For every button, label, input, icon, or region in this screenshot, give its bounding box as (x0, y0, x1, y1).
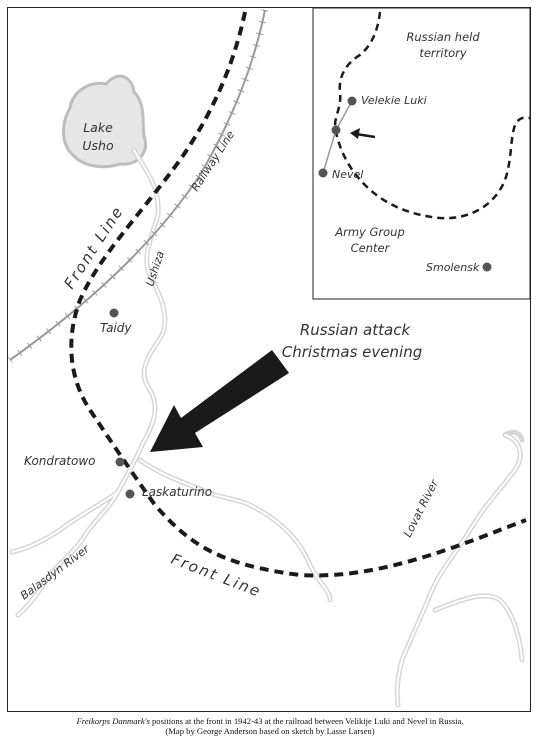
front-line-label-north: Front Line (60, 202, 127, 292)
nevel-dot (318, 168, 328, 178)
river-lovat (394, 432, 523, 708)
inset-army-group-2: Center (351, 241, 391, 255)
laskaturino-dot (125, 489, 135, 499)
caption-line-1: Freikorps Danmark's positions at the fro… (0, 716, 540, 726)
lovat-river-label: Lovat River (401, 477, 442, 540)
position-dot (331, 125, 341, 135)
balasdyn-river-label: Balasdyn River (18, 542, 93, 603)
caption-line-1-rest: positions at the front in 1942-43 at the… (149, 716, 464, 726)
lake-usho (62, 74, 147, 169)
inset-front-line (333, 11, 531, 220)
inset-russian-held-2: territory (419, 46, 467, 60)
lake-label-1: Lake (83, 120, 113, 135)
inset-map: Russian held territory Velekie Luki Neve… (312, 7, 531, 300)
caption-unit-name: Freikorps Danmark's (76, 716, 150, 726)
kondratowo-dot (115, 457, 125, 467)
position-arrow-icon (355, 132, 376, 139)
position-arrowhead-icon (350, 128, 360, 139)
river-ushiza (15, 147, 168, 618)
velekie-luki-dot (347, 96, 357, 106)
velekie-luki-label: Velekie Luki (361, 94, 427, 107)
attack-arrow (150, 350, 289, 452)
nevel-label: Nevel (332, 168, 363, 181)
front-line-label-south: Front Line (169, 550, 265, 601)
kondratowo-label: Kondratowo (24, 454, 96, 468)
caption-line-2: (Map by George Anderson based on sketch … (165, 726, 375, 736)
inset-russian-held-1: Russian held (406, 30, 480, 44)
attack-label-1: Russian attack (300, 321, 412, 339)
inset-frame (312, 7, 531, 300)
smolensk-dot (482, 262, 492, 272)
inset-army-group-1: Army Group (334, 225, 405, 239)
river-balasdyn (9, 489, 121, 555)
front-line (69, 11, 527, 578)
smolensk-label: Smolensk (426, 261, 480, 274)
river-lovat-upper (502, 429, 525, 443)
rivers-inner (11, 149, 523, 706)
taidy-label: Taidy (100, 321, 132, 335)
railway-ticks (7, 9, 269, 363)
laskaturino-label: Laskaturino (142, 485, 212, 499)
lake-label-2: Usho (82, 138, 114, 153)
attack-label-2: Christmas evening (282, 343, 422, 361)
taidy-dot (109, 308, 119, 318)
railway-line (9, 9, 266, 361)
map-caption: Freikorps Danmark's positions at the fro… (0, 716, 540, 736)
